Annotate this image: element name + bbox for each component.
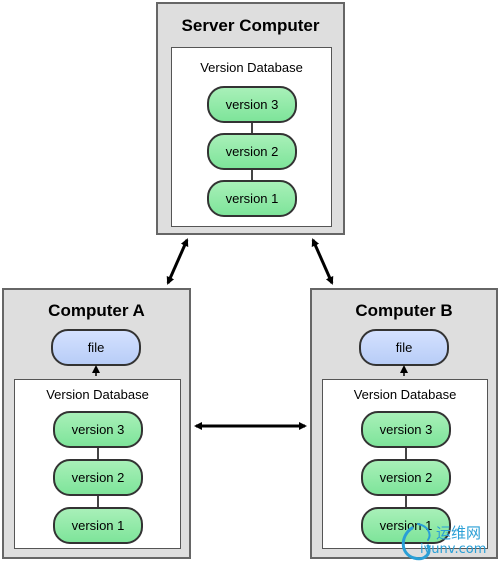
computer-b-database-label: Version Database [353, 387, 457, 402]
computer-a-title: Computer A [48, 301, 145, 320]
computer-a-version-database: Version Database version 3 version 2 ver… [14, 379, 181, 549]
server-version-database: Version Database version 3 version 2 ver… [171, 47, 332, 227]
server-version-2: version 2 [207, 133, 297, 170]
computer-a-version-2: version 2 [53, 459, 143, 496]
computer-b-version-3: version 3 [361, 411, 451, 448]
watermark-line2: iyunv.com [420, 542, 487, 557]
computer-b-box: Computer B file Version Database version… [310, 288, 498, 559]
computer-a-version-1: version 1 [53, 507, 143, 544]
server-computer-title: Server Computer [181, 16, 320, 35]
computer-b-title: Computer B [355, 301, 453, 320]
computer-a-file: file [51, 329, 141, 366]
server-database-label: Version Database [200, 60, 303, 75]
computer-a-database-label: Version Database [46, 387, 149, 402]
computer-b-version-1: version 1 [361, 507, 451, 544]
version-connector [97, 448, 99, 460]
server-version-1: version 1 [207, 180, 297, 217]
watermark-line1: 运维网 [436, 524, 482, 542]
server-computer-b-arrow [311, 238, 334, 285]
computer-b-version-2: version 2 [361, 459, 451, 496]
server-computer-a-arrow [166, 238, 189, 285]
version-connector [97, 496, 99, 508]
server-version-3: version 3 [207, 86, 297, 123]
version-connector [405, 448, 407, 460]
version-connector [405, 496, 407, 508]
computer-b-version-database: Version Database version 3 version 2 ver… [322, 379, 488, 549]
watermark: 运维网 iyunv.com [398, 518, 498, 563]
computer-a-version-3: version 3 [53, 411, 143, 448]
server-computer-box: Server Computer Version Database version… [156, 2, 345, 235]
computer-a-box: Computer A file Version Database version… [2, 288, 191, 559]
version-connector [251, 170, 253, 182]
version-connector [251, 123, 253, 135]
watermark-swirl-icon [401, 523, 431, 561]
